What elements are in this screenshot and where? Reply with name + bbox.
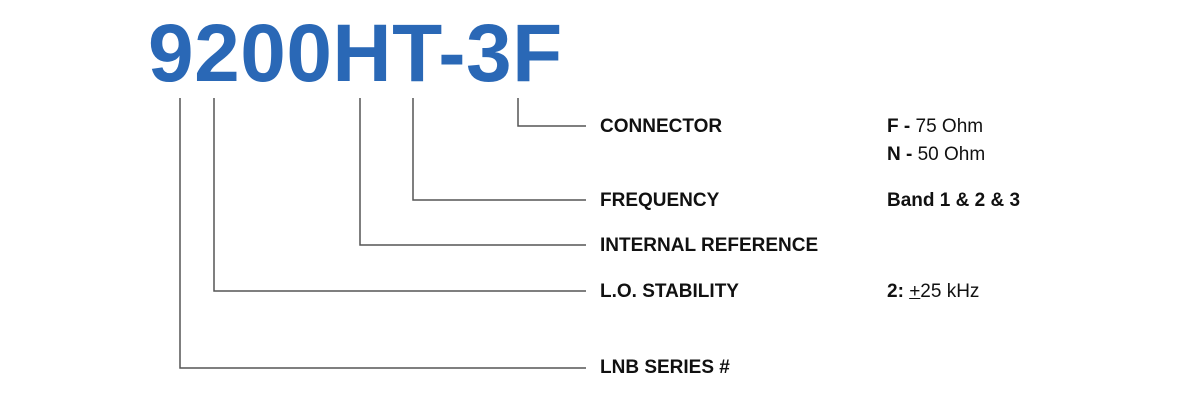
- lo-stability-value: 2: +25 kHz: [887, 281, 980, 302]
- frequency-value: Band 1 & 2 & 3: [887, 190, 1021, 211]
- connector-option-f: F - 75 Ohm: [887, 116, 984, 137]
- internal-reference-label: INTERNAL REFERENCE: [600, 235, 819, 256]
- lnb-series-label: LNB SERIES #: [600, 357, 730, 378]
- connector-leader-line: [517, 98, 586, 127]
- frequency-leader-line: [412, 98, 586, 201]
- internal-reference-leader-line: [359, 98, 586, 246]
- connector-label: CONNECTOR: [600, 116, 723, 137]
- lnb-series-leader-line: [179, 98, 586, 369]
- model-code: 9200HT-3F: [148, 8, 563, 99]
- lo-stability-leader-line: [213, 98, 586, 292]
- lo-stability-label: L.O. STABILITY: [600, 281, 739, 302]
- frequency-label: FREQUENCY: [600, 190, 720, 211]
- connector-option-n: N - 50 Ohm: [887, 144, 986, 165]
